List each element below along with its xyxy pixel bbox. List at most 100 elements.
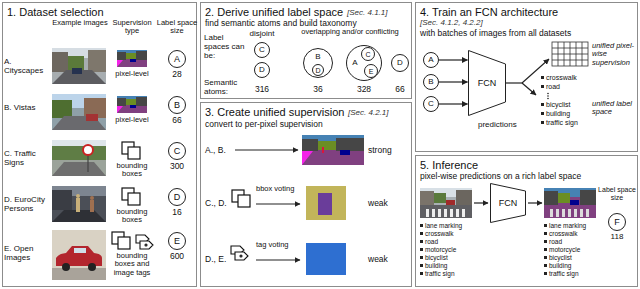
example-image: [76, 198, 80, 212]
class-item: traffic sign: [549, 270, 579, 277]
ellipsis-dots: [547, 93, 549, 95]
bbox-icon: [238, 195, 250, 207]
class-item: building: [546, 110, 570, 118]
panel-subtitle: with batches of images from all datasets: [420, 29, 571, 38]
example-image: [52, 140, 106, 176]
column-header: Supervision type: [106, 19, 158, 36]
example-image: [52, 94, 106, 130]
example-image: [52, 146, 106, 160]
supervision-type: pixel-level: [106, 116, 158, 124]
example-image: [52, 190, 72, 210]
example-image: [90, 196, 94, 200]
list-bullet: [544, 224, 547, 227]
circle-letter: B: [174, 101, 180, 110]
circle-letter: E: [369, 68, 374, 75]
label-space-size: 28: [172, 70, 181, 79]
label-circle: D16: [168, 188, 186, 206]
strong-supervision-image: [318, 141, 336, 150]
list-bullet: [544, 240, 547, 243]
dataset-name: D. EuroCity Persons: [4, 196, 50, 214]
label-circle: B: [423, 74, 439, 90]
network-shape: [469, 51, 506, 116]
circle-letter: D: [397, 59, 403, 67]
segmentation-thumbnail: [117, 52, 126, 60]
network-block: FCN: [468, 50, 506, 116]
input-arrow: [439, 81, 468, 82]
dataset-name: E. Open Images: [4, 245, 50, 263]
circle-letter: E: [174, 237, 180, 246]
class-item: bicyclist: [549, 254, 572, 261]
circle-letter: C: [174, 147, 181, 156]
output-segmentation: [580, 209, 583, 217]
flow-arrow: [474, 202, 488, 203]
atom-count: 66: [385, 85, 415, 94]
label-circle: BD: [303, 48, 333, 78]
example-image: [74, 248, 86, 253]
class-item: road: [549, 238, 562, 245]
example-image: [76, 194, 80, 198]
network-name: FCN: [478, 79, 497, 88]
output-segmentation: [580, 190, 596, 205]
output-segmentation: [544, 191, 558, 205]
section-ref: [Sec. 4.1.2, 4.2.2]: [420, 19, 483, 28]
label-circle: D: [312, 64, 324, 76]
weak-supervision-image: [306, 243, 346, 275]
example-image: [52, 140, 106, 176]
ellipsis-dots: [547, 93, 549, 100]
class-item: motorcycle: [549, 246, 580, 253]
class-item: crosswalk: [546, 74, 577, 82]
example-image: [52, 230, 106, 280]
class-item: bicyclist: [425, 254, 448, 261]
atom-count: 316: [247, 85, 277, 94]
list-bullet: [544, 256, 547, 259]
output-segmentation: [550, 209, 589, 217]
class-item: crosswalk: [425, 230, 454, 237]
example-image: [86, 114, 98, 121]
panel: 5. Inferencepixel-wise predictions on a …: [415, 155, 638, 287]
supervision-type: bounding boxes: [106, 162, 158, 179]
flow-arrow: [256, 203, 300, 204]
segmentation-thumbnail: [126, 99, 136, 105]
tag-icon: [235, 252, 248, 260]
flow-arrow: [256, 259, 300, 260]
label-circle: B66: [168, 96, 186, 114]
network-block: FCN: [490, 183, 526, 223]
circle-letter: A: [428, 56, 433, 64]
output-segmentation: [558, 193, 570, 203]
label-circle: ACE: [346, 45, 382, 81]
panel: 4. Train an FCN architecture[Sec. 4.1.2,…: [415, 2, 638, 152]
input-image: [456, 209, 459, 217]
segmentation-thumbnail: [117, 60, 123, 67]
class-item: lane marking: [549, 222, 586, 229]
label-circle: C: [254, 42, 270, 58]
example-image: [52, 52, 68, 72]
flow-arrow: [235, 149, 298, 150]
dataset-group: C., D.: [205, 199, 227, 208]
label-circle: E: [364, 64, 378, 78]
list-bullet: [420, 264, 423, 267]
row-header: Semantic atoms:: [204, 79, 248, 97]
input-image: [426, 209, 429, 217]
strong-supervision-image: [340, 150, 350, 155]
class-item: building: [549, 262, 571, 269]
supervision-type: pixel-level: [106, 70, 158, 78]
panel-subtitle: pixel-wise predictions on a rich label s…: [420, 172, 581, 181]
segmentation-thumbnail: [136, 51, 147, 60]
segmentation-thumbnail: [130, 59, 136, 62]
annotation: unified label space: [592, 100, 636, 117]
strong-supervision-image: [302, 151, 313, 165]
circle-letter: C: [428, 100, 434, 108]
panel-title: 2. Derive unified label space: [205, 6, 343, 18]
group-label: overlapping and/or conflicting: [290, 28, 410, 36]
strong-supervision-image: [322, 147, 324, 153]
class-item: traffic sign: [546, 119, 578, 127]
network-shape: [491, 184, 526, 223]
conversion-method: tag voting: [256, 241, 289, 249]
list-bullet: [420, 240, 423, 243]
label-space-size: 600: [170, 252, 184, 261]
segmentation-thumbnail: [117, 98, 126, 106]
supervision-grid: [552, 42, 588, 66]
label-circle: A: [423, 52, 439, 68]
segmentation-thumbnail: [117, 50, 147, 67]
